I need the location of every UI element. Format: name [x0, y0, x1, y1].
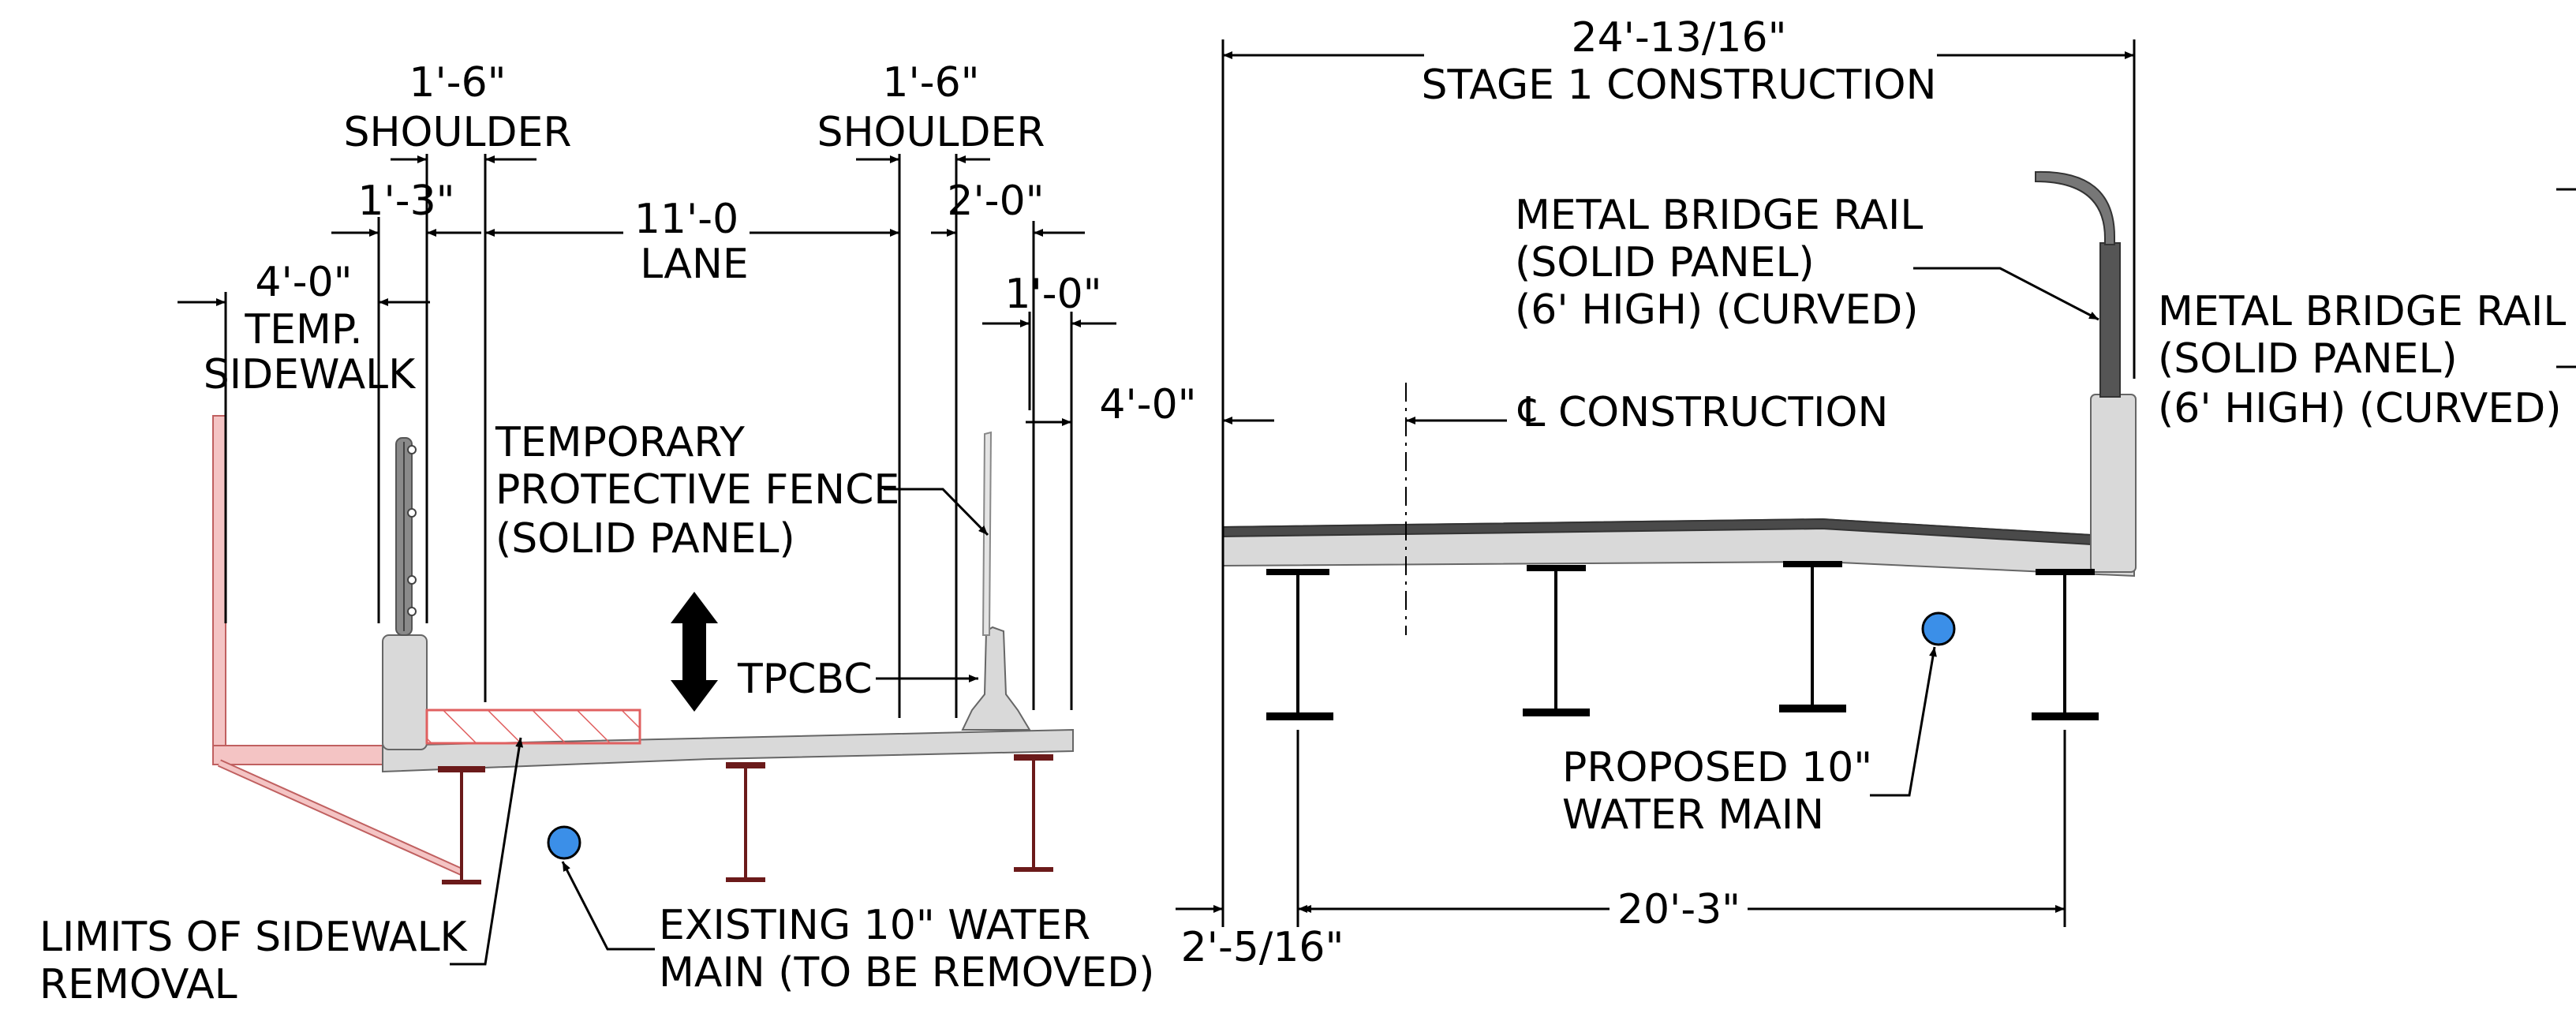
label-lane: LANE: [640, 241, 749, 288]
left-deck-slab: [382, 728, 1074, 773]
stage-1-title: STAGE 1 CONSTRUCTION: [1421, 62, 1936, 109]
left-leaders: [450, 488, 989, 966]
dim-total-width: 24'-13/16": [1572, 14, 1787, 62]
temp-sidewalk: [212, 415, 464, 876]
existing-water-main: [547, 825, 581, 860]
fence-label-2: PROTECTIVE FENCE: [495, 466, 899, 514]
dim-offset: 2'-5/16": [1181, 924, 1344, 971]
right-leaders: [1870, 267, 2099, 797]
label-shoulder-right: SHOULDER: [817, 109, 1045, 156]
left-dimension-arrows: [178, 155, 1116, 426]
right-extension-lines: [1221, 39, 2136, 927]
dim-2-0: 2'-0": [947, 178, 1044, 225]
rail-a-label-2: (SOLID PANEL): [1515, 239, 1815, 286]
left-parapet: [382, 634, 428, 750]
sidewalk-removal-hatch: [425, 709, 641, 745]
proposed-main-label-1: PROPOSED 10": [1562, 744, 1872, 791]
dim-shoulder-right: 1'-6": [882, 59, 979, 107]
temp-fence-left: [395, 437, 417, 636]
left-cross-section: 1'-6" SHOULDER 1'-6" SHOULDER 1'-3" 11'-…: [39, 59, 1197, 1008]
proposed-water-main: [1921, 611, 1956, 646]
rail-b-label-1: METAL BRIDGE RAIL: [2158, 288, 2566, 335]
fence-label-1: TEMPORARY: [495, 419, 745, 466]
existing-main-label-1: EXISTING 10" WATER: [659, 902, 1090, 949]
shift-double-arrow-icon: [671, 592, 718, 712]
dim-1-0: 1'-0": [1004, 271, 1101, 318]
metal-bridge-rail: [2035, 170, 2121, 398]
right-parapet: [2090, 394, 2137, 573]
label-shoulder-left: SHOULDER: [343, 109, 571, 156]
dim-1-3: 1'-3": [357, 178, 454, 225]
centerline-symbol: ℄: [1517, 389, 1546, 436]
rail-b-label-3: (6' HIGH) (CURVED): [2158, 385, 2562, 432]
label-temp: TEMP.: [244, 306, 362, 353]
centerline-label: CONSTRUCTION: [1558, 389, 1888, 436]
dim-4-0-right: 4'-0": [1099, 381, 1196, 428]
existing-main-label-2: MAIN (TO BE REMOVED): [659, 949, 1154, 996]
limits-label-1: LIMITS OF SIDEWALK: [39, 914, 469, 961]
limits-label-2: REMOVAL: [39, 961, 237, 1008]
rail-b-label-2: (SOLID PANEL): [2158, 335, 2458, 383]
tpcbc-barrier: [961, 431, 1031, 731]
right-girders: [1266, 561, 2099, 720]
rail-a-label-3: (6' HIGH) (CURVED): [1515, 286, 1919, 334]
dim-girder-spacing: 20'-3": [1617, 886, 1740, 933]
tpcbc-label: TPCBC: [737, 656, 873, 703]
rail-a-label-1: METAL BRIDGE RAIL: [1515, 192, 1923, 239]
dim-4-0-sidewalk: 4'-0": [255, 259, 352, 306]
dim-lane: 11'-0: [634, 196, 738, 243]
right-cross-section: 24'-13/16" STAGE 1 CONSTRUCTION METAL BR…: [1176, 14, 2576, 971]
label-sidewalk: SIDEWALK: [204, 351, 417, 398]
proposed-main-label-2: WATER MAIN: [1562, 791, 1824, 839]
right-dimension-arrows: [1176, 51, 2134, 913]
fence-label-3: (SOLID PANEL): [495, 515, 795, 563]
dim-shoulder-left: 1'-6": [409, 59, 506, 107]
left-girders: [438, 754, 1053, 884]
